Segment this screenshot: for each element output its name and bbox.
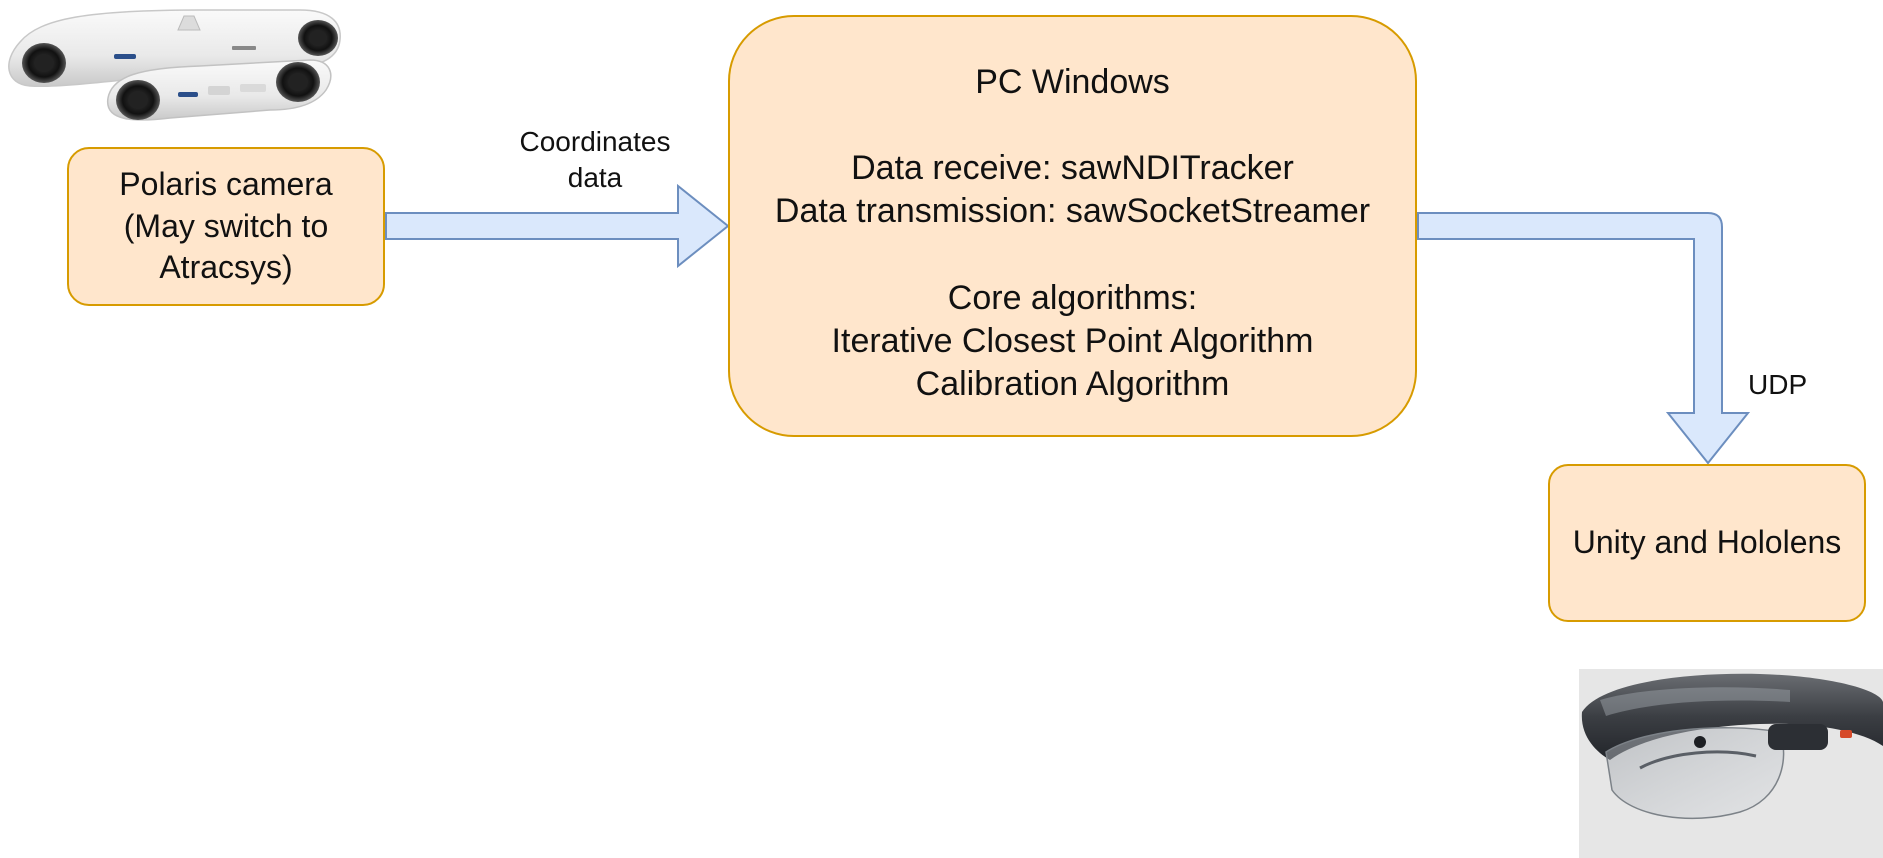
pc-node-algo-line: Core algorithms:	[947, 278, 1198, 317]
pc-node-algo-line: Iterative Closest Point Algorithm	[831, 321, 1314, 360]
polaris-node-line: Atracsys)	[159, 249, 293, 286]
udp-label: UDP	[1748, 369, 1808, 400]
unity-hololens-node: Unity and Hololens	[1548, 464, 1866, 622]
polaris-camera-node: Polaris camera (May switch to Atracsys)	[67, 147, 385, 306]
unity-node-label: Unity and Hololens	[1572, 524, 1842, 561]
polaris-node-line: Polaris camera	[119, 166, 333, 203]
pc-node-title: PC Windows	[975, 63, 1170, 101]
pc-node-io-line: Data transmission: sawSocketStreamer	[774, 192, 1371, 231]
coordinates-data-label: Coordinates data	[500, 124, 690, 197]
edge-label-line: data	[567, 162, 623, 194]
pc-node-io-line: Data receive: sawNDITracker	[851, 149, 1294, 188]
polaris-node-line: (May switch to	[123, 207, 329, 244]
pc-windows-node: PC Windows Data receive: sawNDITracker D…	[728, 15, 1417, 437]
edge-label-line: Coordinates	[519, 126, 671, 157]
pc-node-algo-line: Calibration Algorithm	[915, 364, 1230, 403]
